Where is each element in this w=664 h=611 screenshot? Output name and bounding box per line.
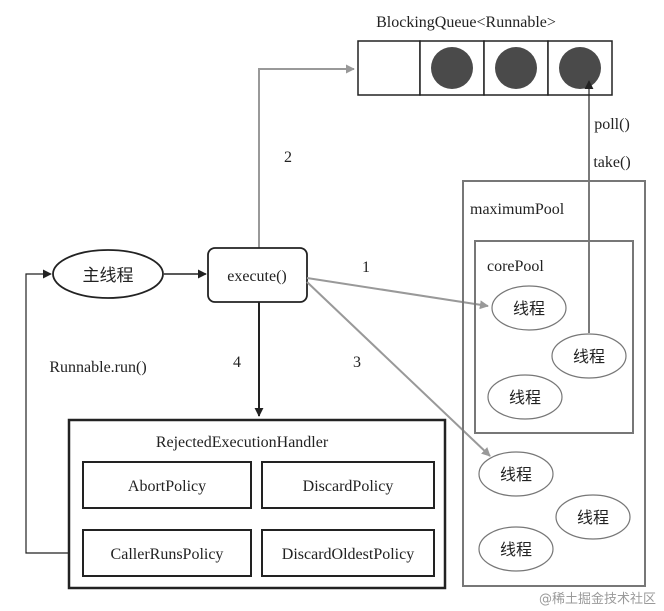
arrow-execute-to-queue — [258, 64, 355, 248]
caller-runs-policy-box — [82, 529, 252, 577]
core-pool-label: corePool — [487, 258, 544, 275]
main-thread-label: 主线程 — [83, 266, 134, 286]
maximum-pool-thread: 线程 — [478, 526, 554, 572]
abort-policy-label: AbortPolicy — [128, 478, 206, 495]
discard-oldest-policy-label: DiscardOldestPolicy — [282, 546, 414, 563]
thread-label: 线程 — [573, 347, 605, 366]
queued-task — [495, 47, 537, 89]
discard-policy-label: DiscardPolicy — [303, 478, 394, 495]
step-1-label: 1 — [362, 259, 370, 276]
maximum-pool-thread: 线程 — [478, 451, 554, 497]
queue-label: BlockingQueue<Runnable> — [376, 14, 556, 31]
thread-label: 线程 — [513, 299, 545, 318]
maximum-pool-label: maximumPool — [470, 201, 565, 218]
queued-task — [431, 47, 473, 89]
maximum-pool-box — [462, 180, 646, 587]
queue-slot — [357, 40, 421, 96]
discard-policy-box — [261, 461, 435, 509]
step-2-label: 2 — [284, 149, 292, 166]
thread-label: 线程 — [500, 465, 532, 484]
arrow-caller-runs-to-main — [25, 269, 83, 554]
rejected-handler-label: RejectedExecutionHandler — [156, 434, 329, 451]
core-pool-box — [474, 240, 634, 434]
caller-runs-policy-label: CallerRunsPolicy — [111, 546, 224, 563]
maximum-pool-thread: 线程 — [555, 494, 631, 540]
discard-oldest-policy-box — [261, 529, 435, 577]
execute-node — [207, 247, 308, 303]
queued-task — [559, 47, 601, 89]
poll-label: poll() — [594, 116, 630, 133]
arrow-execute-to-maximum-pool — [306, 281, 491, 457]
thread-label: 线程 — [500, 540, 532, 559]
runnable-run-label: Runnable.run() — [49, 359, 146, 376]
abort-policy-box — [82, 461, 252, 509]
main-thread-node — [52, 249, 164, 299]
step-4-label: 4 — [233, 354, 241, 371]
blocking-queue — [357, 40, 613, 96]
take-label: take() — [593, 154, 630, 171]
step-3-label: 3 — [353, 354, 361, 371]
core-pool-thread: 线程 — [487, 374, 563, 420]
arrow-execute-to-core-pool — [306, 277, 489, 310]
thread-label: 线程 — [509, 388, 541, 407]
watermark: @稀土掘金技术社区 — [539, 591, 656, 607]
core-pool-thread: 线程 — [551, 333, 627, 379]
execute-label: execute() — [227, 268, 287, 285]
core-pool-thread: 线程 — [491, 285, 567, 331]
thread-label: 线程 — [577, 508, 609, 527]
